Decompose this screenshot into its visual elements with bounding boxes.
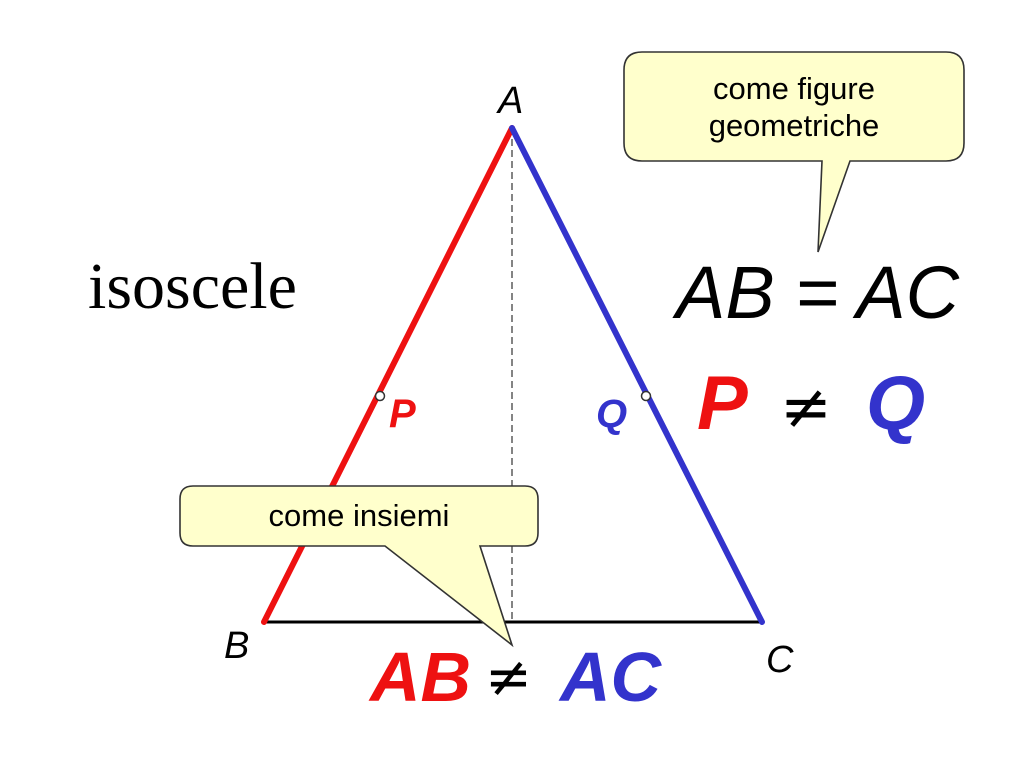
equation-points-right: Q bbox=[866, 361, 926, 446]
vertex-label-b: B bbox=[224, 625, 250, 667]
vertex-label-c: C bbox=[766, 639, 794, 681]
equation-geometric-equal: AB = AC bbox=[676, 251, 960, 334]
callout-geometric-text: come figure geometriche bbox=[624, 70, 964, 144]
equation-sets-right: AC bbox=[560, 638, 662, 716]
point-q-marker bbox=[640, 390, 652, 402]
callout-geometric-line2: geometriche bbox=[708, 108, 880, 143]
title-isoscele: isoscele bbox=[88, 250, 297, 323]
callout-geometric-bubble bbox=[623, 51, 965, 253]
callout-sets-text: come insiemi bbox=[268, 498, 450, 533]
equation-sets-left: AB bbox=[370, 638, 472, 716]
equation-points-left: P bbox=[697, 361, 748, 446]
point-p-marker bbox=[374, 390, 386, 402]
equation-points-neq: ≠ bbox=[780, 370, 832, 443]
callout-geometric-line1: come figure bbox=[713, 71, 875, 106]
callout-sets-bubble bbox=[179, 485, 539, 648]
point-q-label: Q bbox=[596, 392, 628, 436]
side-ac bbox=[509, 125, 765, 625]
vertex-label-a: A bbox=[498, 80, 524, 122]
equation-sets-neq: ≠ bbox=[485, 645, 532, 710]
point-p-label: P bbox=[389, 392, 416, 436]
